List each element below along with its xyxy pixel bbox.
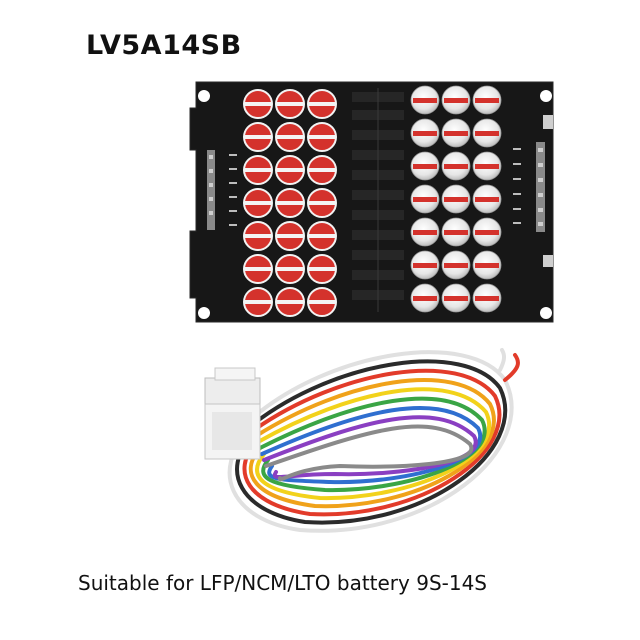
left-capacitor-bank <box>243 89 337 317</box>
balancer-board <box>189 81 554 323</box>
right-capacitor-bank <box>410 85 502 313</box>
product-caption: Suitable for LFP/NCM/LTO battery 9S-14S <box>78 571 488 595</box>
wire-harness <box>227 348 520 533</box>
left-pin-header <box>207 150 215 230</box>
driver-chips <box>352 88 404 312</box>
product-title: LV5A14SB <box>86 30 242 61</box>
right-pin-header <box>536 142 545 232</box>
wire-connector <box>204 367 261 460</box>
silkscreen-marks <box>229 148 521 226</box>
